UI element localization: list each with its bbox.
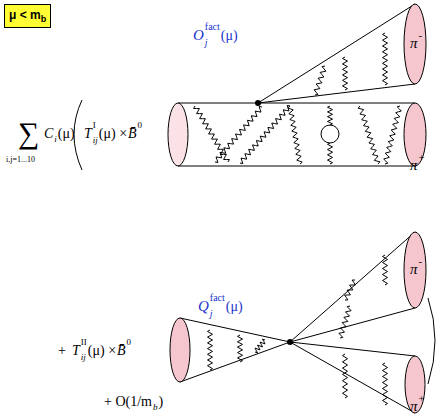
power-subscript: b xyxy=(153,403,158,412)
operator-subscript: j xyxy=(205,38,208,48)
operator-superscript: fact xyxy=(205,22,220,32)
gluon-line xyxy=(343,354,348,398)
gluon-line xyxy=(240,105,290,163)
operator-argument: (μ) xyxy=(226,300,243,314)
charge-label: - xyxy=(419,30,423,41)
meson-label: B̄ xyxy=(117,344,126,358)
power-bracket: ) xyxy=(158,395,163,409)
sum-symbol: ∑ xyxy=(18,118,39,148)
meson-label: π xyxy=(410,399,418,414)
kernel-argument: (μ) × xyxy=(88,344,116,358)
operator-symbol: O xyxy=(193,28,204,43)
kernel-symbol: T xyxy=(84,127,92,141)
kernel-superscript: I xyxy=(93,121,96,130)
gluon-line xyxy=(255,339,265,353)
operator-symbol: Q xyxy=(198,299,209,314)
meson-label: π xyxy=(410,262,418,277)
gluon-line xyxy=(343,57,348,90)
kernel-superscript: II xyxy=(81,338,87,347)
coefficient-subscript: i xyxy=(54,135,57,144)
coefficient-symbol: C xyxy=(44,127,53,141)
gluon-line xyxy=(339,306,351,338)
operator-subscript: j xyxy=(210,309,213,319)
operator-argument: (μ) xyxy=(221,29,238,43)
gluon-line xyxy=(208,330,213,370)
gluon-line xyxy=(384,106,402,164)
gluon-line xyxy=(345,280,356,300)
charge-label: - xyxy=(419,256,423,267)
scale-subscript: b xyxy=(41,14,47,24)
scale-text: μ < m xyxy=(9,8,41,22)
gluon-line xyxy=(358,106,380,164)
power-correction: + O(1/m xyxy=(104,395,152,409)
charge-label: + xyxy=(419,393,425,404)
gluon-line xyxy=(383,363,388,405)
gluon-line xyxy=(328,143,333,164)
meson-label: π xyxy=(410,158,418,173)
meson-label: B̄ xyxy=(128,127,137,141)
sum-range: i,j=1...10 xyxy=(6,156,35,164)
gluon-line xyxy=(383,255,388,285)
meson-label: π xyxy=(410,36,418,51)
gluon-line xyxy=(238,335,243,362)
meson-superscript: 0 xyxy=(127,338,132,347)
kernel-subscript: ij xyxy=(93,136,98,145)
kernel-subscript: ij xyxy=(81,353,86,362)
scale-box: μ < mb xyxy=(4,4,51,28)
gluon-line xyxy=(215,107,262,163)
gluon-line xyxy=(288,106,302,164)
gluon-line xyxy=(314,66,326,95)
operator-superscript: fact xyxy=(210,293,225,303)
plus-sign: + xyxy=(58,344,66,358)
gluon-line xyxy=(383,33,388,85)
gluon-line xyxy=(194,106,230,162)
gluon-line xyxy=(328,106,333,125)
charge-label: + xyxy=(419,152,425,163)
kernel-symbol: T xyxy=(72,344,80,358)
coefficient-argument: (μ) xyxy=(58,127,75,141)
kernel-argument: (μ) × xyxy=(99,127,127,141)
meson-superscript: 0 xyxy=(138,121,143,130)
